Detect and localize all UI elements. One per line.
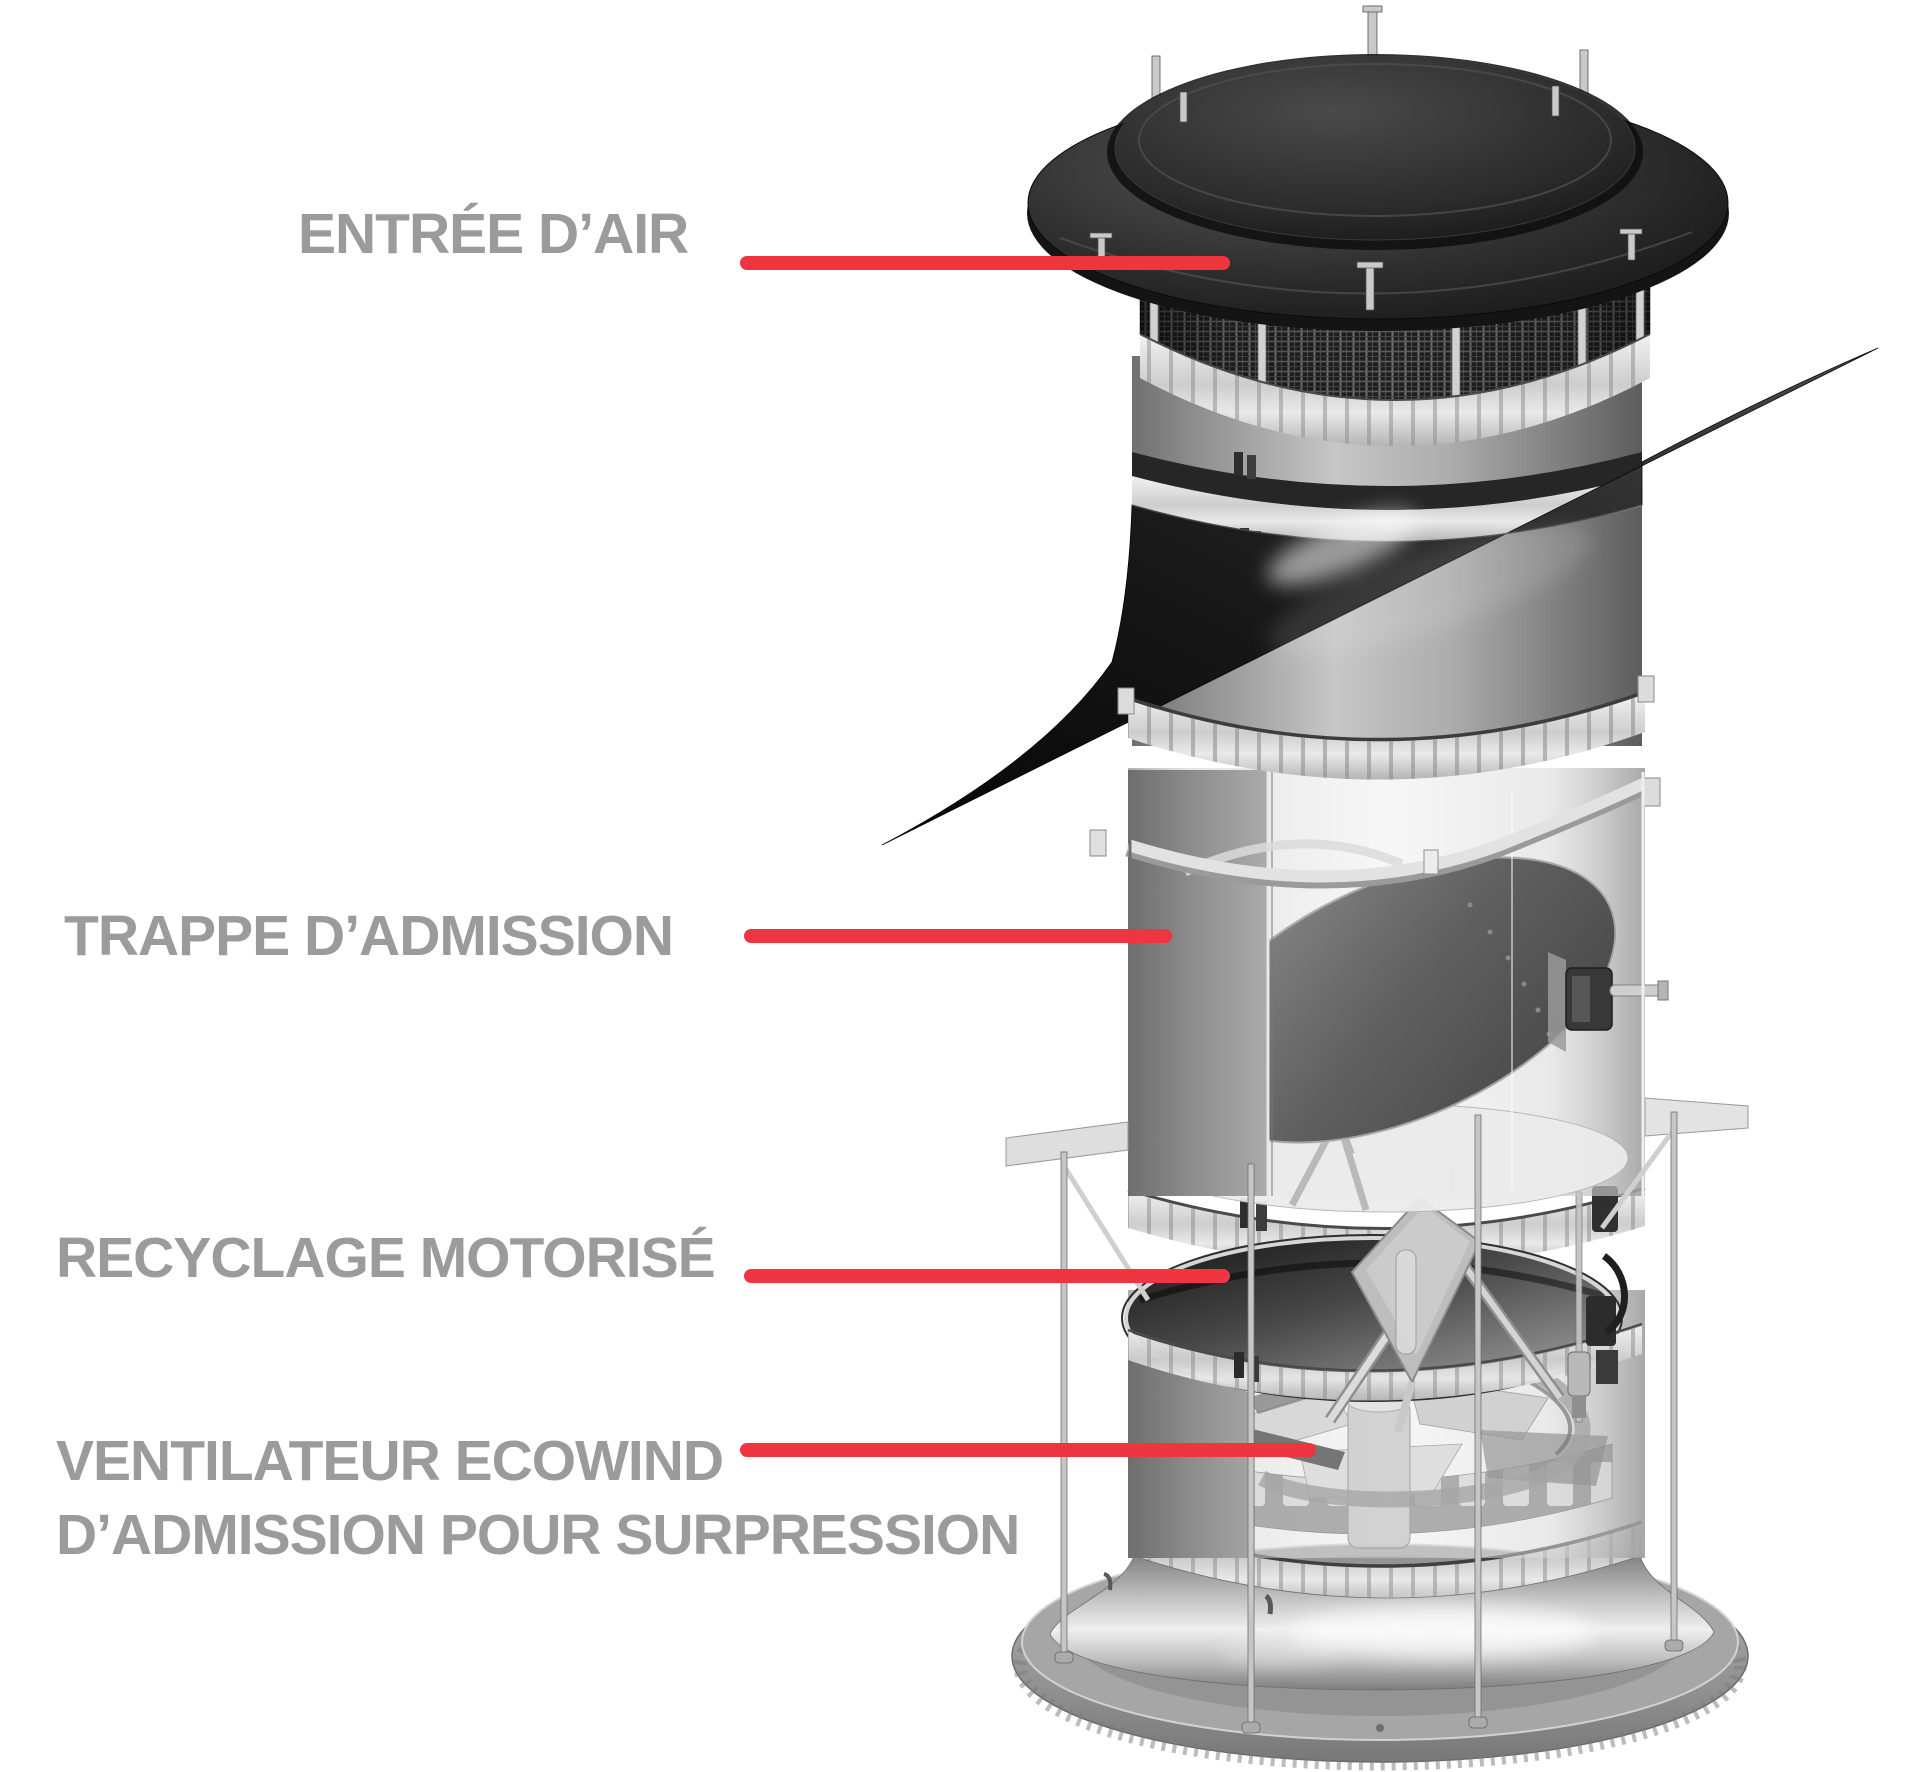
label-ecowind-fan-line1: VENTILATEUR ECOWIND bbox=[56, 1429, 724, 1493]
cap-ring-bolts bbox=[1089, 85, 1643, 311]
callout-line-motorized-recycling bbox=[744, 1269, 1230, 1283]
bell-skirt bbox=[1049, 1520, 1715, 1691]
label-ecowind-fan: VENTILATEUR ECOWIND D’ADMISSION POUR SUR… bbox=[56, 1424, 1020, 1572]
damper-linkage bbox=[1325, 1151, 1591, 1434]
leg-feet bbox=[1054, 1639, 1684, 1734]
label-air-inlet: ENTRÉE D’AIR bbox=[298, 202, 689, 266]
callout-line-admission-trap bbox=[744, 929, 1172, 943]
callout-line-ecowind-fan bbox=[740, 1443, 1316, 1457]
callout-line-air-inlet bbox=[740, 256, 1230, 270]
label-motorized-recycling: RECYCLAGE MOTORISÉ bbox=[56, 1226, 716, 1290]
label-ecowind-fan-line2: D’ADMISSION POUR SURPRESSION bbox=[56, 1503, 1020, 1567]
top-cap bbox=[1027, 5, 1729, 331]
admission-trap-disc bbox=[1183, 856, 1617, 1144]
support-tray-right bbox=[1644, 1097, 1749, 1137]
mid-flange-ring bbox=[1117, 675, 1655, 780]
trap-actuator bbox=[1548, 952, 1669, 1052]
label-admission-trap: TRAPPE D’ADMISSION bbox=[64, 904, 674, 968]
support-tray-left bbox=[1005, 1121, 1129, 1167]
admission-trap-section bbox=[1089, 768, 1669, 1213]
